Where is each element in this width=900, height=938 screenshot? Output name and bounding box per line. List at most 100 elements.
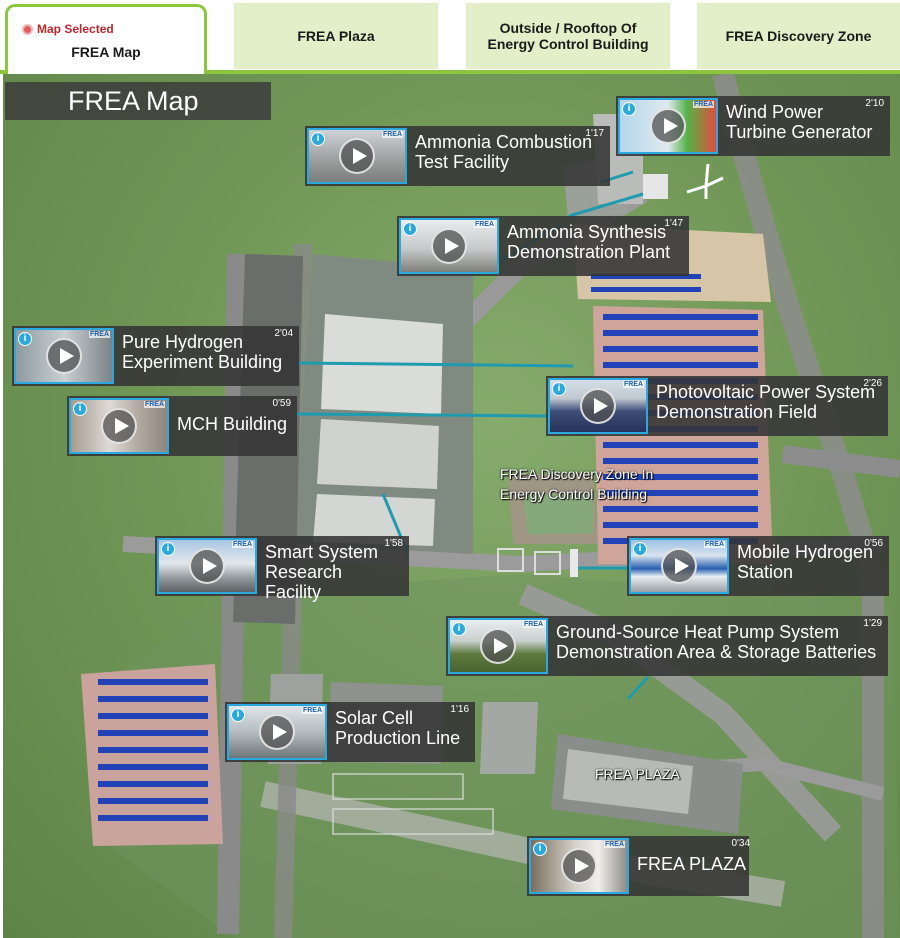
facility-name: Ammonia Synthesis Demonstration Plant [507,222,671,262]
video-duration: 1'16 [450,704,469,715]
video-duration: 0'34 [731,838,751,849]
brand-logo: FREA [88,331,110,338]
facility-name: Ground-Source Heat Pump System Demonstra… [556,622,877,662]
play-icon[interactable] [661,548,697,584]
play-icon[interactable] [259,714,295,750]
site-map: FREA Map FREA Discovery Zone In Energy C… [3,74,900,938]
facility-name: Mobile Hydrogen Station [737,542,874,582]
info-icon[interactable]: i [552,382,566,396]
video-duration: 1'47 [664,218,683,229]
video-duration: 2'26 [863,378,882,389]
video-thumbnail[interactable]: i FREA [14,328,114,384]
video-thumbnail[interactable]: i FREA [629,538,729,594]
info-icon[interactable]: i [533,842,547,856]
tab-underline [0,70,900,74]
play-icon[interactable] [580,388,616,424]
tab-bar: Map Selected FREA Map FREA Plaza Outside… [0,0,900,74]
brand-logo: FREA [703,541,725,548]
video-thumbnail[interactable]: i FREA [227,704,327,760]
play-icon[interactable] [480,628,516,664]
map-selected-indicator: Map Selected [22,21,114,37]
info-icon[interactable]: i [18,332,32,346]
facility-name: FREA PLAZA [637,854,747,874]
info-icon[interactable]: i [633,542,647,556]
video-thumbnail[interactable]: i FREA [529,838,629,894]
play-icon[interactable] [46,338,82,374]
brand-logo: FREA [381,131,403,138]
tab-label: FREA Discovery Zone [725,28,872,44]
facility-name: Photovoltaic Power System Demonstration … [656,382,876,422]
map-label-discovery-zone: FREA Discovery Zone In Energy Control Bu… [500,466,654,502]
selected-dot-icon [22,23,33,35]
video-thumbnail[interactable]: i FREA [448,618,548,674]
facility-name: Smart System Research Facility [265,542,379,602]
tab-frea-map[interactable]: Map Selected FREA Map [5,4,207,74]
brand-logo: FREA [473,221,495,228]
map-label-frea-plaza: FREA PLAZA [595,766,680,782]
play-icon[interactable] [431,228,467,264]
play-icon[interactable] [101,408,137,444]
tab-label: FREA Plaza [297,28,375,44]
info-icon[interactable]: i [73,402,87,416]
video-thumbnail[interactable]: i FREA [399,218,499,274]
video-thumbnail[interactable]: i FREA [307,128,407,184]
play-icon[interactable] [189,548,225,584]
video-duration: 0'56 [864,538,883,549]
video-duration: 2'10 [865,98,884,109]
brand-logo: FREA [231,541,253,548]
info-icon[interactable]: i [231,708,245,722]
video-thumbnail[interactable]: i FREA [157,538,257,594]
info-icon[interactable]: i [622,102,636,116]
map-title: FREA Map [5,82,271,120]
facility-name: MCH Building [177,414,288,434]
info-icon[interactable]: i [452,622,466,636]
video-thumbnail[interactable]: i FREA [69,398,169,454]
facility-name: Wind Power Turbine Generator [726,102,873,142]
brand-logo: FREA [522,621,544,628]
play-icon[interactable] [561,848,597,884]
brand-logo: FREA [301,707,323,714]
tab-discovery-zone[interactable]: FREA Discovery Zone [697,3,900,69]
info-icon[interactable]: i [311,132,325,146]
tab-outside-rooftop[interactable]: Outside / Rooftop Of Energy Control Buil… [466,3,670,69]
brand-logo: FREA [143,401,165,408]
video-duration: 2'04 [274,328,293,339]
play-icon[interactable] [339,138,375,174]
brand-logo: FREA [692,101,714,108]
play-icon[interactable] [650,108,686,144]
info-icon[interactable]: i [403,222,417,236]
tab-label: FREA Map [71,44,141,60]
facility-name: Ammonia Combustion Test Facility [415,132,593,172]
selected-indicator-label: Map Selected [37,22,114,36]
facility-name: Pure Hydrogen Experiment Building [122,332,283,372]
video-thumbnail[interactable]: i FREA [618,98,718,154]
map-illustration [81,74,900,938]
video-duration: 1'17 [585,128,604,139]
info-icon[interactable]: i [161,542,175,556]
tab-frea-plaza[interactable]: FREA Plaza [234,3,438,69]
brand-logo: FREA [603,841,625,848]
tab-label: Outside / Rooftop Of Energy Control Buil… [487,20,649,52]
